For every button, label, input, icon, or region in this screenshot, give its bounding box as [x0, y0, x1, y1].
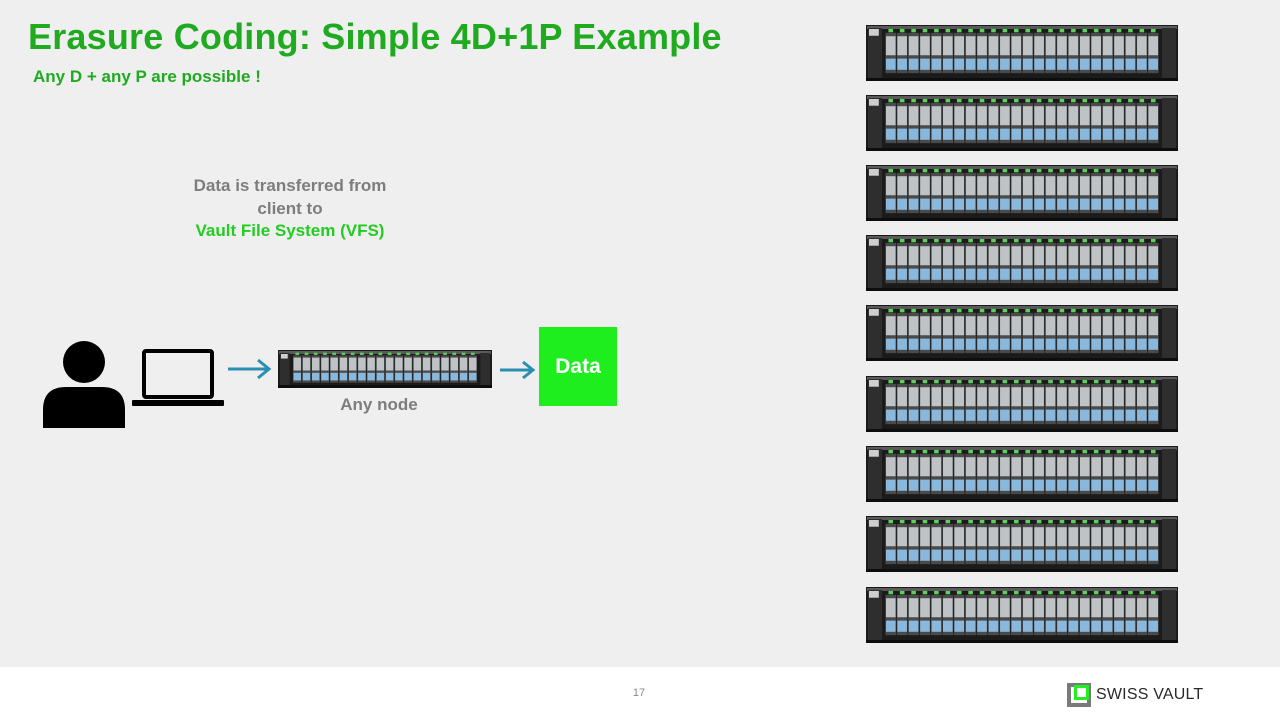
rack-server-2 [866, 95, 1178, 151]
transfer-caption: Data is transferred from client to Vault… [150, 175, 430, 243]
rack-server-4 [866, 235, 1178, 291]
brand-name: SWISS VAULT [1096, 686, 1204, 703]
caption-line-3: Vault File System (VFS) [195, 221, 385, 240]
rack-server-7 [866, 446, 1178, 502]
arrow-right-icon [500, 360, 536, 380]
node-server-icon [278, 350, 492, 388]
rack-server-6 [866, 376, 1178, 432]
swiss-vault-logo-icon [1067, 683, 1091, 707]
laptop-icon [132, 349, 224, 406]
rack-server-1 [866, 25, 1178, 81]
slide-subtitle: Any D + any P are possible ! [33, 67, 261, 86]
user-icon [43, 341, 125, 428]
caption-line-1: Data is transferred from [193, 176, 387, 195]
rack-server-3 [866, 165, 1178, 221]
brand: SWISS VAULT [1066, 682, 1203, 708]
slide-footer [0, 667, 1280, 720]
data-block: Data [539, 327, 617, 406]
rack-server-8 [866, 516, 1178, 572]
slide-title: Erasure Coding: Simple 4D+1P Example [28, 16, 722, 57]
page-number: 17 [632, 687, 646, 699]
slide-canvas: Erasure Coding: Simple 4D+1P Example Any… [28, 16, 1178, 643]
node-label: Any node [340, 395, 418, 414]
arrow-right-icon [228, 358, 272, 380]
caption-line-2: client to [257, 198, 323, 218]
rack-server-9 [866, 587, 1178, 643]
rack-server-5 [866, 305, 1178, 361]
